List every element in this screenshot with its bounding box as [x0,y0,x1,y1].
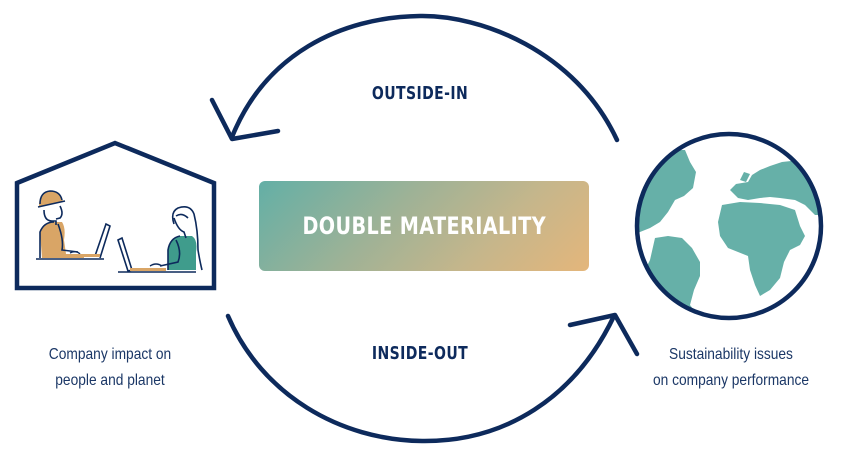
sustainability-issues-caption: Sustainability issues on company perform… [636,342,827,394]
inside-out-label: INSIDE-OUT [371,343,469,364]
person-woman-icon [117,206,203,273]
company-impact-caption-line2: people and planet [55,372,165,389]
inside-out-arrow [225,312,640,444]
outside-in-arrow [209,13,620,143]
outside-in-label: OUTSIDE-IN [371,83,469,104]
diagram-title: DOUBLE MATERIALITY [302,212,546,240]
company-impact-caption: Company impact on people and planet [20,342,201,394]
person-man-icon [36,190,111,260]
inside-out-arrowhead [567,312,640,357]
double-materiality-box: DOUBLE MATERIALITY [259,181,589,271]
sustainability-issues-caption-line1: Sustainability issues [669,346,793,363]
inside-out-arc [225,313,617,444]
company-impact-caption-line1: Company impact on [48,346,172,363]
globe-icon [634,131,824,321]
house-icon [14,140,217,291]
outside-in-arrowhead [209,97,281,142]
sustainability-issues-caption-line2: on company performance [652,372,810,389]
outside-in-arc [229,13,620,143]
